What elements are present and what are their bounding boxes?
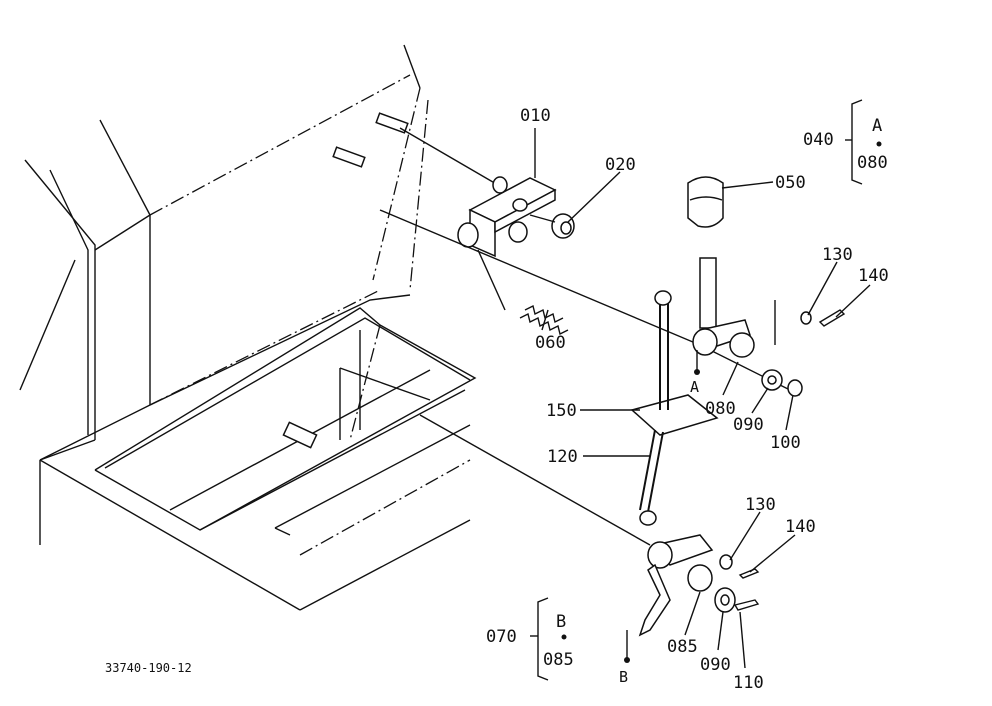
- callout-150: 150: [546, 401, 577, 421]
- callout-080-upper: 080: [705, 399, 736, 419]
- group-b-bottom: 085: [543, 650, 574, 670]
- group-a-left: 040: [803, 130, 834, 150]
- bracket-010: [457, 176, 557, 311]
- callout-010: 010: [520, 106, 551, 126]
- callout-090-upper: 090: [733, 415, 764, 435]
- ref-mark-a: A: [690, 378, 699, 396]
- callout-090-lower: 090: [700, 655, 731, 675]
- group-b-left: 070: [486, 627, 517, 647]
- floor-opening: [94, 307, 477, 556]
- hand-lever-assembly: [692, 309, 846, 397]
- callout-050: 050: [775, 173, 806, 193]
- callout-020: 020: [605, 155, 636, 175]
- pedal-assembly: [638, 534, 760, 637]
- group-b-top: B: [556, 612, 566, 632]
- callout-130-lower: 130: [745, 495, 776, 515]
- callout-100: 100: [770, 433, 801, 453]
- rod-and-plate: [630, 290, 719, 526]
- nut-020: [529, 213, 575, 239]
- axis-line-upper-ext: [699, 344, 801, 396]
- group-b-bracket: [530, 597, 567, 681]
- axis-line-lower: [419, 414, 651, 546]
- group-a-top: A: [872, 116, 882, 136]
- callout-110: 110: [733, 673, 764, 693]
- callout-130-upper: 130: [822, 245, 853, 265]
- chassis-outline: [19, 44, 471, 611]
- knob-050: [687, 176, 724, 329]
- axis-line-upper: [379, 209, 701, 346]
- callout-060: 060: [535, 333, 566, 353]
- callout-085: 085: [667, 637, 698, 657]
- callout-leaders: [534, 128, 871, 669]
- callout-140-lower: 140: [785, 517, 816, 537]
- callout-140-upper: 140: [858, 266, 889, 286]
- ref-mark-b: B: [619, 668, 628, 686]
- drawing-number: 33740-190-12: [105, 661, 192, 675]
- group-a-bottom: 080: [857, 153, 888, 173]
- group-a-bracket: [845, 99, 882, 185]
- callout-120: 120: [547, 447, 578, 467]
- spring-060: [519, 304, 569, 336]
- mounting-studs: [332, 112, 499, 186]
